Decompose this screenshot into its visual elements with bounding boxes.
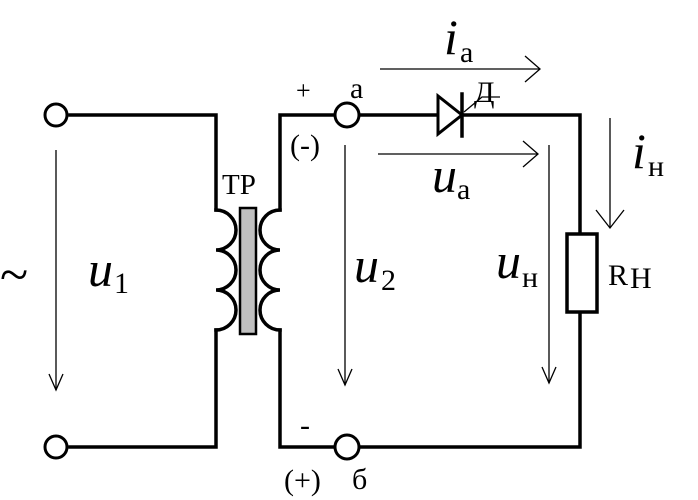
arrow-in (595, 118, 625, 230)
secondary-wiring (278, 113, 582, 449)
ac-source-symbol: ~ (0, 247, 28, 304)
ua-subscript: a (457, 173, 470, 206)
un-label: u (496, 233, 521, 289)
u1-subscript: 1 (114, 267, 129, 300)
top-polarity: + (296, 76, 311, 105)
top-polarity-alt: (-) (290, 129, 320, 162)
node-a-label: а (350, 72, 363, 105)
u1-label: u (88, 241, 113, 297)
terminal-a (333, 101, 361, 129)
in-subscript: н (648, 150, 664, 183)
un-subscript: н (522, 261, 538, 294)
arrow-ua (378, 140, 539, 168)
arrow-un (541, 145, 557, 385)
secondary-coil (258, 208, 282, 332)
resistor-subscript: Н (630, 262, 652, 295)
terminal-b (333, 433, 361, 461)
arrow-u2 (337, 145, 353, 387)
transformer-core (238, 206, 258, 336)
u2-label: u (354, 237, 379, 293)
primary-terminal-bottom (43, 434, 69, 460)
ia-subscript: a (460, 36, 473, 69)
arrow-ia (380, 55, 541, 83)
diode (436, 92, 500, 138)
ia-label: i (444, 9, 458, 65)
resistor-label: R (608, 259, 628, 292)
primary-winding-wiring (68, 113, 218, 449)
bottom-polarity-alt: (+) (284, 464, 321, 497)
primary-terminal-top (43, 102, 69, 128)
in-label: i (632, 123, 646, 179)
ua-label: u (432, 147, 457, 203)
resistor (565, 232, 599, 314)
transformer-label: ТР (222, 169, 256, 201)
arrow-u1 (48, 150, 64, 392)
transformer (214, 206, 282, 336)
node-b-label: б (352, 463, 367, 496)
diode-label: Д (474, 76, 494, 109)
bottom-polarity: - (300, 409, 310, 442)
primary-coil (214, 208, 238, 332)
u2-subscript: 2 (381, 264, 396, 297)
